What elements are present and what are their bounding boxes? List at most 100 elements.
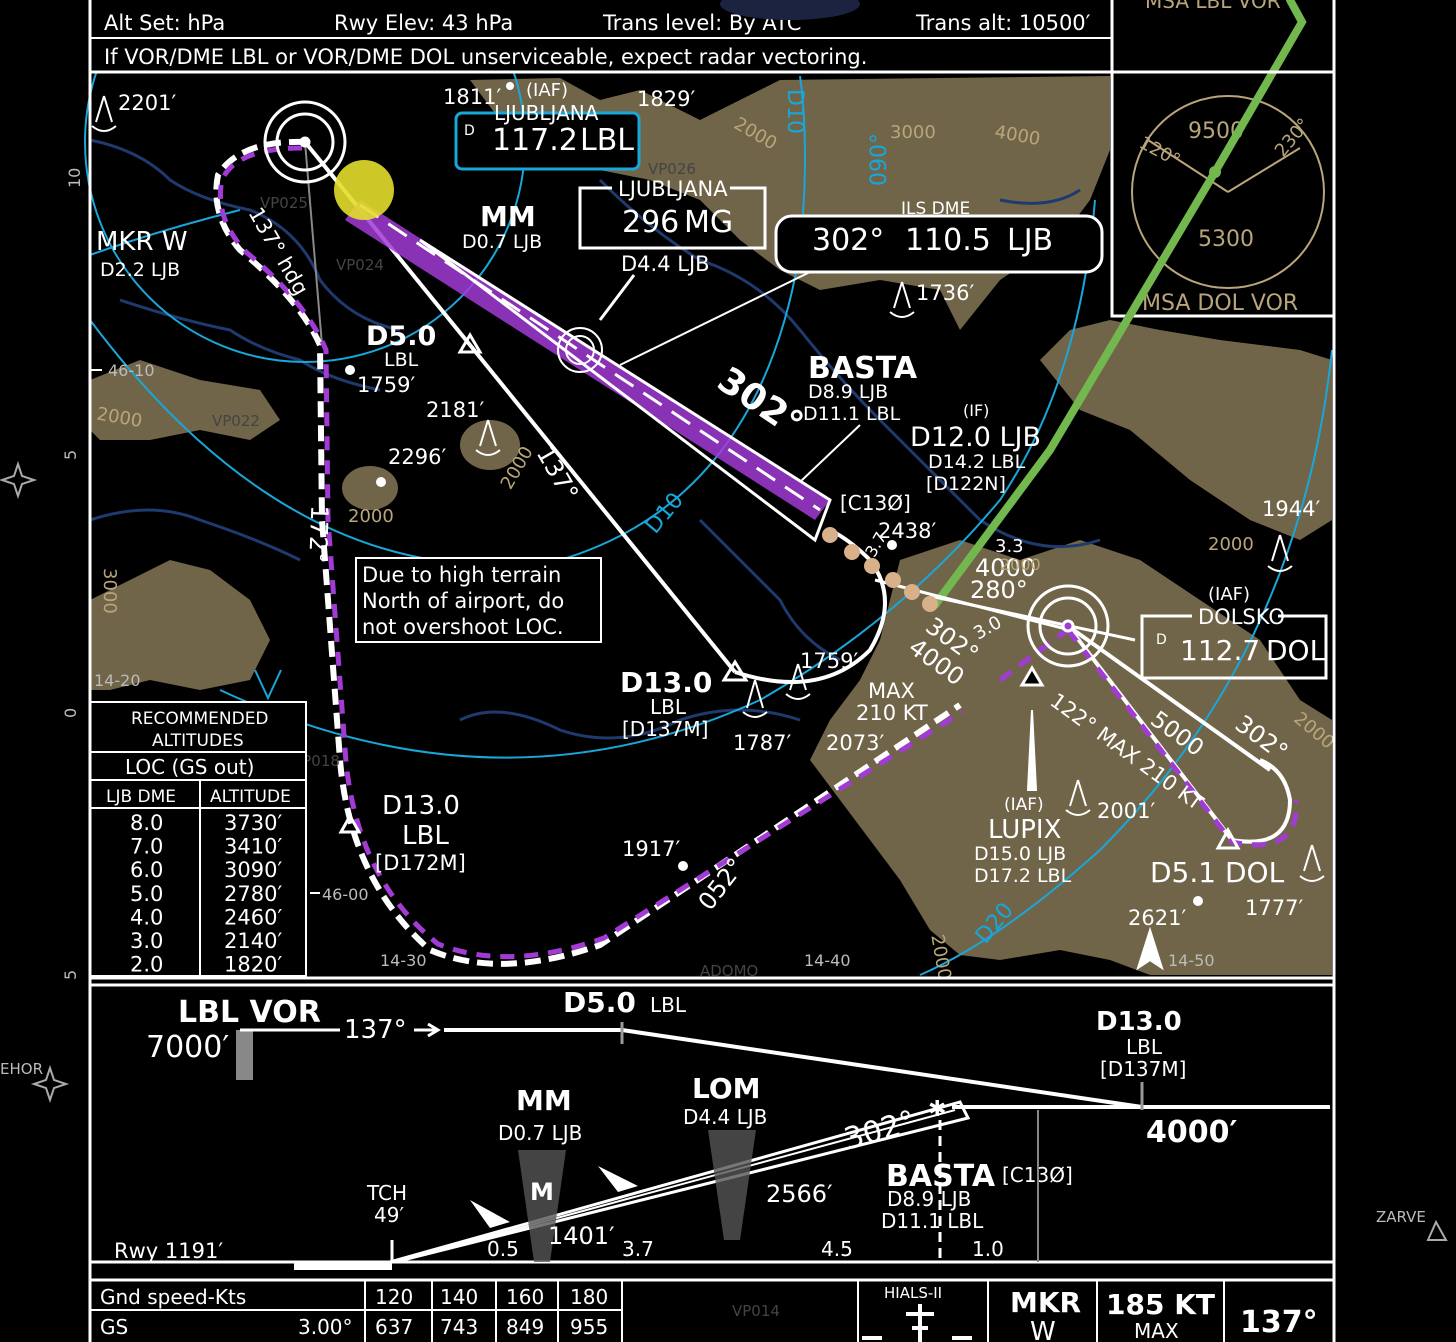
footer-speed: 180 (570, 1285, 608, 1309)
profile-alt-2566: 2566′ (766, 1180, 833, 1208)
profile-dist-45: 4.5 (821, 1237, 853, 1261)
contour-label: 2000 (1208, 534, 1254, 555)
lbl-navaid-freq: 117.2 (492, 123, 578, 158)
footer-mkr-w: W (1030, 1317, 1056, 1342)
edge-markers (0, 460, 1448, 1241)
header-bars: Alt Set: hPa Rwy Elev: 43 hPa Trans leve… (90, 0, 1334, 74)
grid-label: 5 (61, 970, 80, 980)
lbl-navaid-box: (IAF) LJUBLJANA D 117.2 LBL (454, 80, 641, 171)
footer-table: Gnd speed-Kts 120 140 160 180 GS 3.00° 6… (89, 1280, 1318, 1342)
contour-label: 2000 (348, 506, 394, 527)
frame (88, 0, 1336, 1342)
table-row-altitude: 2140′ (224, 929, 282, 953)
lom-symbol (557, 327, 603, 373)
elev-label: 1759′ (800, 649, 858, 673)
footer-gs-value: 849 (506, 1315, 544, 1339)
ils-navaid-box: ILS DME 302° 110.5 LJB (619, 199, 1104, 366)
overlay-pill (720, 0, 860, 20)
header-rwy-elev: Rwy Elev: 43 hPa (334, 11, 513, 35)
profile-lbl-vor: LBL VOR (178, 995, 321, 1030)
profile-d5-sub: LBL (650, 993, 687, 1017)
basta-d2: D11.1 LBL (803, 403, 901, 425)
lbl-iaf-tag: (IAF) (526, 80, 568, 101)
lupix-d1: D15.0 LJB (974, 843, 1066, 865)
table-row-altitude: 3410′ (224, 835, 282, 859)
table-row-dme: 8.0 (130, 811, 163, 835)
footer-speed: 120 (375, 1285, 413, 1309)
footer-max-speed: 185 KT (1106, 1288, 1215, 1321)
hdg-280-label: 280° (970, 576, 1028, 604)
grid-label: 10 (65, 168, 84, 188)
table-subtitle: LOC (GS out) (125, 755, 254, 779)
elev-label: 2073′ (826, 731, 884, 755)
grid-label: 46-10 (108, 361, 155, 380)
msa-box: 9500 5300 120° 230° MSA DOL VOR MSA LBL … (1110, 0, 1336, 318)
footer-gs: GS (100, 1315, 128, 1339)
msa-alt-south: 5300 (1198, 227, 1254, 252)
footer-gnd-speed: Gnd speed-Kts (100, 1285, 246, 1309)
grid-label: 0 (61, 708, 80, 718)
profile-rwy: Rwy 1191′ (114, 1239, 223, 1263)
elev-label: 2621′ (1128, 906, 1186, 930)
elev-label: 2296′ (388, 445, 446, 469)
mm-label: MM (480, 200, 536, 233)
elev-label: 1777′ (1245, 896, 1303, 920)
profile-dist-10: 1.0 (972, 1237, 1004, 1261)
table-row-altitude: 2780′ (224, 882, 282, 906)
grid-label: 14-40 (804, 951, 851, 970)
c130-label: [C13Ø] (840, 491, 911, 515)
footer-gs-value: 955 (570, 1315, 608, 1339)
profile-alt-7000: 7000′ (146, 1030, 229, 1065)
lbl-navaid-name: LJUBLJANA (494, 101, 599, 125)
grid-label: 5 (61, 450, 80, 460)
crs-172-plan: 172° (303, 505, 333, 564)
mm-dist: D0.7 LJB (462, 231, 542, 253)
profile-dist-05: 0.5 (487, 1237, 519, 1261)
header-note: If VOR/DME LBL or VOR/DME DOL unservicea… (104, 45, 867, 69)
profile-alt-1401: 1401′ (548, 1222, 615, 1250)
if-tag: (IF) (963, 401, 989, 420)
mkr-w-dist: D2.2 LJB (100, 259, 180, 281)
d10-label-mid: D10 (641, 488, 689, 538)
profile-basta-d1: D8.9 LJB (887, 1187, 971, 1211)
obstacles (91, 95, 1325, 971)
profile-basta-d2: D11.1 LBL (881, 1209, 984, 1233)
ils-title: ILS DME (901, 199, 970, 219)
grid-label: 14-30 (380, 951, 427, 970)
profile-m: M (530, 1178, 554, 1206)
vp-label: VP014 (732, 1302, 780, 1320)
elev-label: 2001′ (1097, 799, 1155, 823)
mg-navaid-freq: 296 (622, 205, 679, 240)
profile-alt-4000: 4000′ (1146, 1115, 1237, 1150)
footer-speed: 140 (440, 1285, 478, 1309)
d10-label-top: D10 (782, 89, 807, 134)
table-col-altitude: ALTITUDE (210, 787, 291, 807)
vp-label: VP024 (336, 256, 384, 274)
contour-label: 3000 (99, 568, 120, 614)
grid-label: 46-00 (322, 885, 369, 904)
mkr-w-label: MKR W (96, 227, 188, 257)
max-label: MAX (868, 679, 915, 703)
table-row-altitude: 1820′ (224, 953, 282, 977)
if-d1: D12.0 LJB (910, 422, 1041, 453)
hials-icon (862, 1304, 972, 1342)
alt-4000-label: 4000 (975, 554, 1036, 582)
profile-d13: D13.0 (1096, 1007, 1182, 1037)
profile-crs-302: 302° (840, 1104, 919, 1158)
footer-crs: 137° (1240, 1305, 1318, 1340)
msa-title-top: MSA LBL VOR (1145, 0, 1281, 13)
lbl-navaid-id: LBL (580, 123, 634, 158)
footer-hials: HIALS-II (884, 1284, 942, 1302)
elev-label: 2201′ (118, 91, 176, 115)
lbl-navaid-prefix: D (464, 123, 475, 139)
mg-navaid-id: MG (684, 205, 733, 240)
elev-label: 2438′ (878, 519, 936, 543)
elev-label: 2181′ (426, 398, 484, 422)
dol-navaid-name: DOLSKO (1198, 605, 1285, 629)
profile-tch-val: 49′ (374, 1203, 404, 1227)
d33-label: 3.3 (995, 536, 1024, 557)
d13-title: D13.0 (620, 666, 712, 699)
elev-label: 1811′ (443, 85, 501, 109)
plan-view: 9500 5300 120° 230° MSA DOL VOR MSA LBL … (0, 0, 1426, 1320)
